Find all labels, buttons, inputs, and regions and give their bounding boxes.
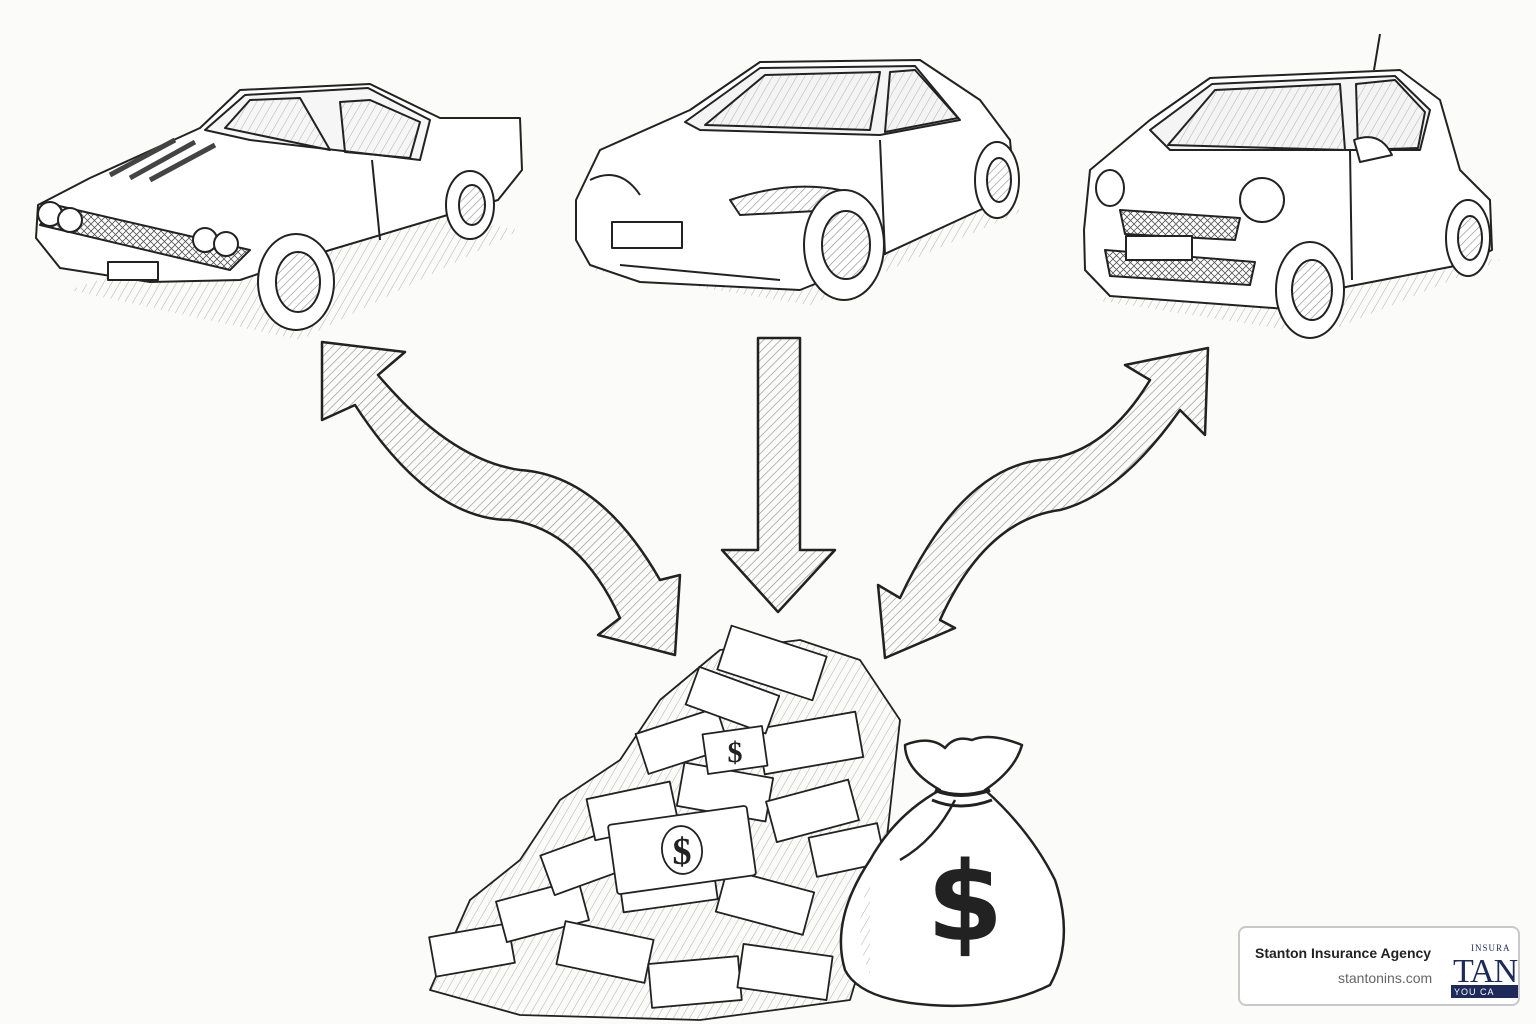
agency-url[interactable]: stantonins.com [1338, 970, 1433, 986]
svg-text:INSURA: INSURA [1471, 943, 1511, 953]
agency-name: Stanton Insurance Agency [1255, 945, 1432, 961]
bill-dollar-sign: $ [728, 736, 743, 769]
svg-text:TAN: TAN [1453, 953, 1518, 990]
money-bag-dollar-sign: $ [927, 838, 1004, 966]
agency-badge[interactable]: Stanton Insurance Agency stantonins.com … [1238, 926, 1520, 1006]
center-down-arrow [720, 336, 837, 614]
agency-logo: INSURA TAN YOU CA [1451, 943, 1518, 998]
left-double-arrow [320, 340, 682, 657]
svg-text:YOU CA: YOU CA [1454, 987, 1495, 997]
compact-city-car [1083, 33, 1500, 339]
electric-sedan [575, 59, 1025, 305]
money-bag [839, 735, 1066, 1008]
money-pile: $ $ [428, 624, 901, 1021]
right-double-arrow [876, 346, 1210, 660]
classic-muscle-car [35, 83, 523, 340]
bill-dollar-sign: $ [673, 831, 692, 873]
